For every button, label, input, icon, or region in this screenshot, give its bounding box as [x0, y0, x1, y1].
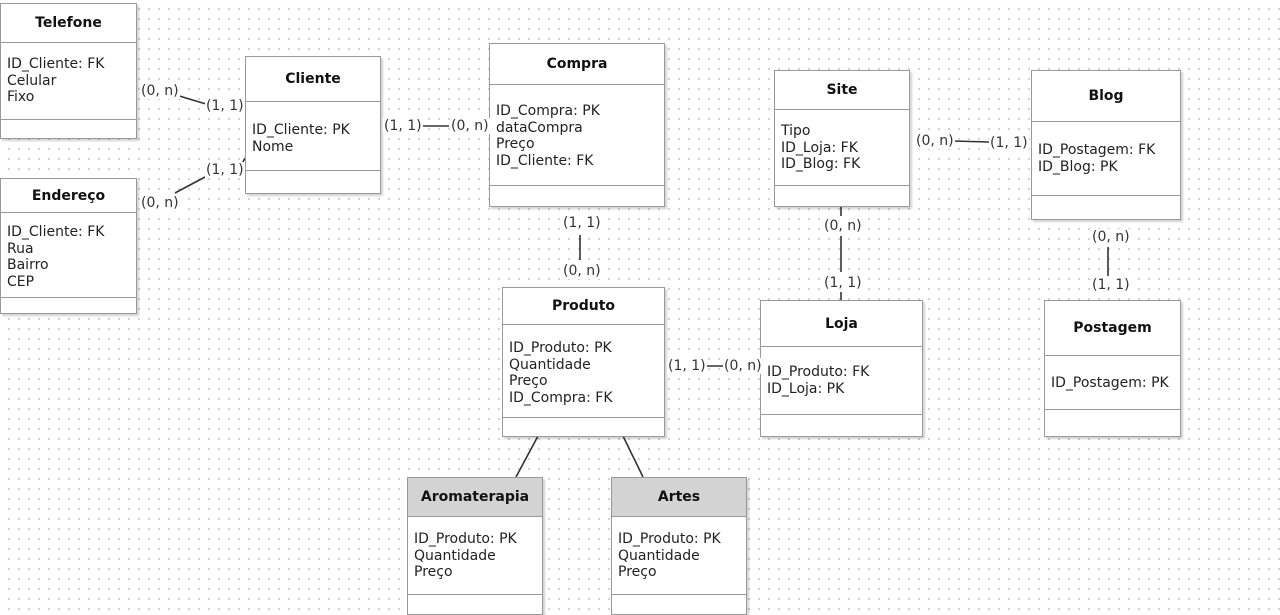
attribute: ID_Cliente: FK	[496, 152, 594, 169]
cardinality-label: (1, 1)	[1091, 277, 1131, 293]
entity-endereco[interactable]: Endereço ID_Cliente: FK Rua Bairro CEP	[0, 178, 137, 314]
entity-attributes: ID_Cliente: FK Rua Bairro CEP	[1, 213, 136, 298]
attribute: ID_Postagem: PK	[1051, 375, 1169, 391]
attribute: ID_Produto: PK	[414, 531, 517, 547]
cardinality-label: (1, 1)	[667, 358, 707, 374]
entity-loja[interactable]: Loja ID_Produto: FK ID_Loja: PK	[760, 300, 923, 437]
attribute: Rua	[7, 240, 34, 257]
entity-postagem[interactable]: Postagem ID_Postagem: PK	[1044, 300, 1181, 437]
connector-site-blog	[951, 140, 990, 143]
entity-attributes: ID_Produto: PK Quantidade Preço	[612, 517, 746, 595]
attribute: ID_Compra: PK	[496, 103, 600, 119]
attribute: ID_Loja: PK	[767, 380, 845, 397]
attribute: Preço	[414, 564, 453, 580]
entity-attributes: ID_Produto: PK Quantidade Preço ID_Compr…	[503, 325, 664, 418]
cardinality-label: (0, n)	[823, 218, 863, 234]
entity-title: Blog	[1032, 71, 1180, 122]
entity-attributes: ID_Postagem: FK ID_Blog: PK	[1032, 122, 1180, 196]
connector-endereco-cliente	[174, 176, 206, 194]
entity-title: Compra	[490, 44, 664, 85]
attribute: CEP	[7, 273, 35, 290]
entity-artes[interactable]: Artes ID_Produto: PK Quantidade Preço	[611, 477, 747, 615]
attribute: Celular	[7, 72, 57, 89]
attribute: Tipo	[781, 123, 811, 139]
entity-compra[interactable]: Compra ID_Compra: PK dataCompra Preço ID…	[489, 43, 665, 207]
attribute: Preço	[496, 136, 535, 152]
attribute: Preço	[618, 564, 657, 580]
entity-attributes: ID_Cliente: PK Nome	[246, 102, 380, 171]
attribute: ID_Produto: PK	[509, 340, 612, 356]
cardinality-label: (0, n)	[915, 133, 955, 149]
entity-title: Postagem	[1045, 301, 1180, 356]
cardinality-label: (1, 1)	[823, 275, 863, 291]
cardinality-label: (0, n)	[723, 358, 763, 374]
cardinality-label: (0, n)	[140, 195, 180, 211]
cardinality-label: (1, 1)	[205, 162, 245, 178]
attribute: ID_Produto: PK	[618, 531, 721, 547]
cardinality-label: (0, n)	[562, 263, 602, 279]
entity-title: Aromaterapia	[408, 478, 542, 517]
cardinality-label: (1, 1)	[205, 98, 245, 114]
cardinality-label: (0, n)	[1091, 229, 1131, 245]
attribute: ID_Blog: FK	[781, 156, 861, 172]
entity-title: Site	[775, 71, 909, 110]
connector-produto-artes	[622, 435, 644, 478]
entity-title: Loja	[761, 301, 922, 347]
attribute: ID_Loja: FK	[781, 139, 858, 156]
entity-produto[interactable]: Produto ID_Produto: PK Quantidade Preço …	[502, 287, 665, 437]
entity-attributes: Tipo ID_Loja: FK ID_Blog: FK	[775, 110, 909, 186]
cardinality-label: (1, 1)	[562, 215, 602, 231]
connector-telefone-cliente	[175, 94, 207, 105]
attribute: dataCompra	[496, 119, 583, 136]
entity-blog[interactable]: Blog ID_Postagem: FK ID_Blog: PK	[1031, 70, 1181, 220]
attribute: Quantidade	[509, 356, 591, 373]
entity-attributes: ID_Compra: PK dataCompra Preço ID_Client…	[490, 85, 664, 186]
attribute: Fixo	[7, 89, 35, 105]
entity-aromaterapia[interactable]: Aromaterapia ID_Produto: PK Quantidade P…	[407, 477, 543, 615]
entity-attributes: ID_Cliente: FK Celular Fixo	[1, 43, 136, 120]
entity-attributes: ID_Produto: PK Quantidade Preço	[408, 517, 542, 595]
entity-site[interactable]: Site Tipo ID_Loja: FK ID_Blog: FK	[774, 70, 910, 207]
entity-title: Produto	[503, 288, 664, 325]
entity-title: Endereço	[1, 179, 136, 213]
cardinality-label: (0, n)	[140, 83, 180, 99]
attribute: ID_Blog: PK	[1038, 158, 1118, 175]
attribute: Quantidade	[618, 547, 700, 564]
entity-telefone[interactable]: Telefone ID_Cliente: FK Celular Fixo	[0, 3, 137, 139]
attribute: Bairro	[7, 257, 49, 273]
attribute: ID_Postagem: FK	[1038, 142, 1156, 158]
attribute: Nome	[252, 138, 294, 155]
entity-cliente[interactable]: Cliente ID_Cliente: PK Nome	[245, 56, 381, 194]
cardinality-label: (1, 1)	[989, 135, 1029, 151]
attribute: ID_Produto: FK	[767, 364, 870, 380]
attribute: Quantidade	[414, 547, 496, 564]
connector-produto-aromaterapia	[515, 435, 539, 478]
attribute: ID_Cliente: PK	[252, 122, 350, 138]
attribute: ID_Cliente: FK	[7, 224, 105, 240]
attribute: ID_Cliente: FK	[7, 56, 105, 72]
entity-title: Artes	[612, 478, 746, 517]
cardinality-label: (1, 1)	[383, 118, 423, 134]
entity-title: Telefone	[1, 4, 136, 43]
entity-title: Cliente	[246, 57, 380, 102]
entity-attributes: ID_Produto: FK ID_Loja: PK	[761, 347, 922, 415]
cardinality-label: (0, n)	[450, 118, 490, 134]
attribute: Preço	[509, 373, 548, 389]
attribute: ID_Compra: FK	[509, 389, 613, 406]
entity-attributes: ID_Postagem: PK	[1045, 356, 1180, 410]
